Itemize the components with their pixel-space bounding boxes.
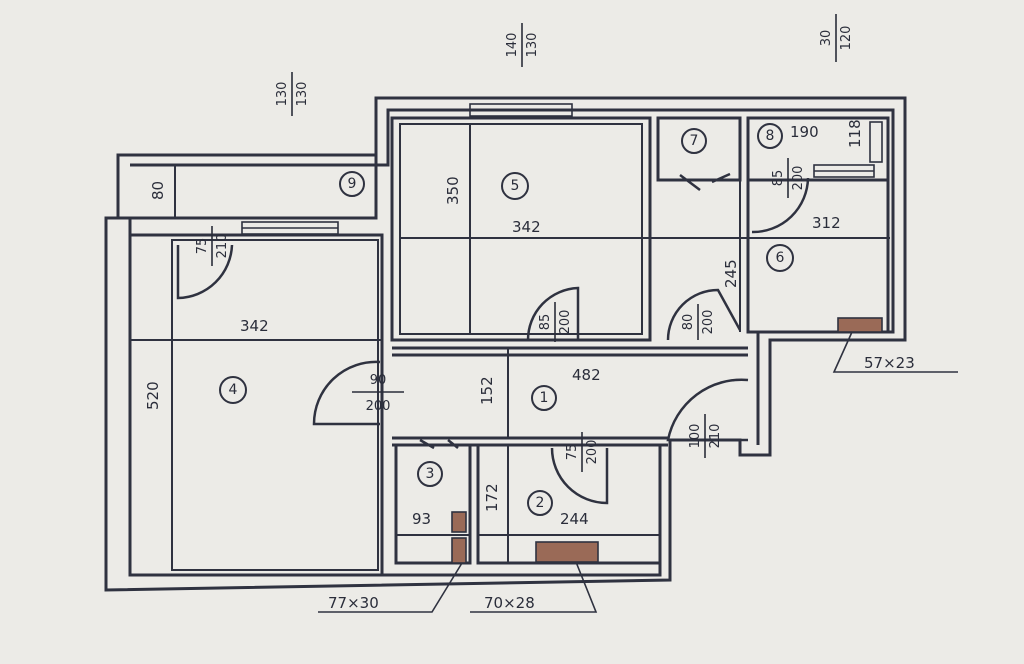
svg-text:100: 100 — [688, 424, 703, 449]
room-marker-2: 2 — [527, 490, 553, 516]
room-marker-3: 3 — [417, 461, 443, 487]
dim-room8-width: 190 — [790, 123, 819, 141]
dim-room8-depth: 118 — [846, 119, 864, 148]
door-room-3 — [419, 438, 459, 450]
opening-door-room4: 75 210 — [195, 226, 230, 266]
window-room-4 — [241, 221, 339, 235]
room-marker-8: 8 — [757, 123, 783, 149]
duct-mid-label: 70×28 — [484, 594, 535, 612]
dim-balcony-depth: 80 — [149, 181, 167, 200]
door-room-2 — [550, 447, 609, 505]
door-hall — [312, 360, 381, 426]
svg-text:200: 200 — [585, 440, 600, 465]
svg-text:200: 200 — [701, 310, 716, 335]
svg-text:120: 120 — [839, 26, 854, 51]
room-4-walls — [128, 233, 384, 577]
dimension-labels: 342 520 342 350 482 152 312 245 244 172 … — [144, 119, 864, 528]
room-marker-5: 5 — [501, 172, 529, 200]
dim-room5-width: 342 — [512, 218, 541, 236]
door-room-7 — [679, 172, 731, 191]
balcony — [116, 153, 378, 220]
ducts — [318, 317, 958, 613]
opening-top-right: 30 120 — [819, 14, 854, 62]
duct-left-label: 77×30 — [328, 594, 379, 612]
opening-door-room8: 85 200 — [771, 158, 806, 198]
dim-room2-height: 172 — [483, 483, 501, 512]
svg-text:140: 140 — [505, 33, 520, 58]
window-right — [869, 121, 883, 163]
dim-room6-height: 245 — [722, 259, 740, 288]
duct-left-leader — [318, 562, 463, 613]
duct-right-box — [837, 317, 883, 333]
dim-corridor-width: 482 — [572, 366, 601, 384]
doors — [176, 172, 810, 505]
svg-text:75: 75 — [195, 238, 210, 255]
svg-text:75: 75 — [565, 444, 580, 461]
dim-room4-width: 342 — [240, 317, 269, 335]
dim-corridor-depth: 152 — [478, 376, 496, 405]
svg-text:130: 130 — [525, 33, 540, 58]
opening-door-hall: 90 200 — [352, 373, 404, 414]
dim-room2-width: 244 — [560, 510, 589, 528]
door-room-5 — [526, 286, 580, 341]
svg-text:7: 7 — [690, 133, 699, 149]
dim-room6-width: 312 — [812, 214, 841, 232]
svg-text:1: 1 — [540, 390, 549, 406]
duct-mid-leader — [470, 561, 598, 613]
room-marker-7: 7 — [681, 128, 707, 154]
opening-top-left: 130 130 — [275, 72, 310, 116]
svg-text:3: 3 — [426, 466, 435, 482]
opening-top-mid: 140 130 — [505, 23, 540, 67]
room-markers: 1 2 3 4 5 6 7 8 9 — [219, 123, 794, 516]
dim-room4-height: 520 — [144, 381, 162, 410]
svg-text:30: 30 — [819, 30, 834, 47]
opening-door-room5: 85 200 — [538, 302, 573, 342]
room-marker-4: 4 — [219, 376, 247, 404]
opening-door-entry: 100 210 — [688, 414, 723, 458]
svg-text:85: 85 — [771, 170, 786, 187]
door-room-4 — [176, 244, 234, 300]
duct-right-label: 57×23 — [864, 354, 915, 372]
duct-right-leader — [832, 331, 958, 373]
svg-text:4: 4 — [229, 382, 238, 398]
room-marker-1: 1 — [531, 385, 557, 411]
window-room-8 — [813, 164, 875, 178]
svg-text:200: 200 — [558, 310, 573, 335]
svg-text:90: 90 — [370, 373, 387, 388]
window-room-5 — [469, 103, 573, 117]
windows — [241, 103, 883, 235]
room-6-7-8-walls — [656, 116, 890, 334]
opening-labels: 130 130 140 130 30 120 75 210 85 200 80 … — [195, 14, 854, 472]
duct-small-box — [451, 511, 467, 533]
corridor-walls — [392, 346, 748, 565]
opening-door-room2: 75 200 — [565, 432, 600, 472]
opening-door-room6: 80 200 — [681, 304, 716, 340]
svg-text:200: 200 — [791, 166, 806, 191]
svg-text:8: 8 — [766, 128, 775, 144]
svg-text:210: 210 — [708, 424, 723, 449]
duct-left-box — [451, 537, 467, 564]
duct-labels: 57×23 77×30 70×28 — [328, 354, 915, 612]
room-marker-6: 6 — [766, 244, 794, 272]
duct-mid-box — [535, 541, 599, 563]
svg-text:2: 2 — [536, 495, 545, 511]
svg-text:130: 130 — [275, 82, 290, 107]
svg-text:200: 200 — [366, 399, 391, 414]
svg-text:5: 5 — [511, 178, 520, 194]
svg-text:9: 9 — [348, 176, 357, 192]
svg-text:130: 130 — [295, 82, 310, 107]
room-marker-9: 9 — [339, 171, 365, 197]
svg-text:6: 6 — [776, 250, 785, 266]
dim-room5-height: 350 — [444, 176, 462, 205]
svg-text:210: 210 — [215, 234, 230, 259]
svg-text:85: 85 — [538, 314, 553, 331]
door-room-6 — [666, 288, 742, 341]
dim-room3-width: 93 — [412, 510, 431, 528]
room-5-walls — [390, 116, 890, 342]
door-entry — [666, 378, 749, 442]
door-room-8 — [751, 177, 810, 234]
svg-text:80: 80 — [681, 314, 696, 331]
